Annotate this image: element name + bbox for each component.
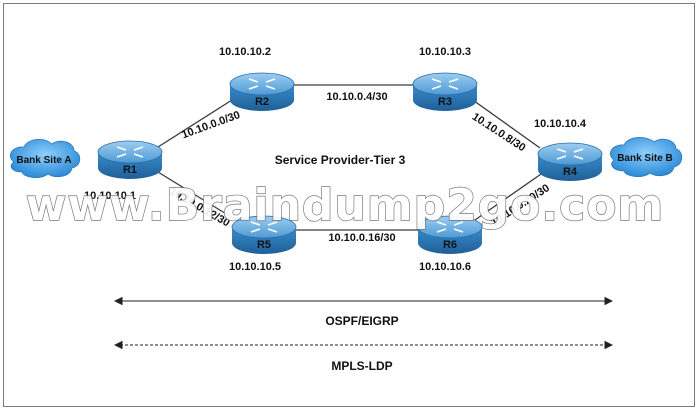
link-r1-r2	[157, 99, 233, 148]
bank-site-a-label: Bank Site A	[16, 155, 71, 166]
router-r2: R2	[229, 72, 295, 112]
r5-ip-label: 10.10.10.5	[229, 261, 281, 273]
router-r3: R3	[412, 72, 478, 112]
router-r6: R6	[417, 215, 483, 255]
router-r5: R5	[231, 215, 297, 255]
subnet-r2-r3: 10.10.0.4/30	[326, 91, 387, 103]
svg-text:R4: R4	[563, 166, 578, 178]
r2-ip-label: 10.10.10.2	[219, 46, 271, 58]
ospf-eigrp-label: OSPF/EIGRP	[325, 314, 398, 328]
cloud-bank-site-a: Bank Site A	[10, 139, 81, 178]
link-r6-r4	[474, 171, 545, 221]
r4-ip-label: 10.10.10.4	[534, 118, 587, 130]
subnet-r5-r6: 10.10.0.16/30	[328, 232, 395, 244]
bank-site-b-label: Bank Site B	[617, 153, 673, 164]
svg-text:R5: R5	[257, 239, 271, 251]
svg-text:R6: R6	[443, 239, 457, 251]
link-r1-r5	[157, 171, 237, 221]
link-lines	[157, 84, 545, 231]
mpls-ldp-label: MPLS-LDP	[331, 359, 392, 373]
link-r3-r4	[469, 97, 541, 149]
svg-text:R2: R2	[255, 96, 269, 108]
router-r1: R1	[97, 140, 163, 180]
watermark: www.Braindump2go.com	[26, 180, 665, 231]
svg-text:R3: R3	[438, 96, 452, 108]
svg-text:R1: R1	[123, 164, 137, 176]
service-provider-label: Service Provider-Tier 3	[275, 153, 406, 167]
r6-ip-label: 10.10.10.6	[419, 261, 471, 273]
r1-ip-label: 10.10.10.1	[84, 190, 136, 202]
diagram-frame	[3, 3, 695, 407]
router-r4: R4	[537, 142, 603, 182]
r3-ip-label: 10.10.10.3	[419, 46, 471, 58]
cloud-bank-site-b: Bank Site B	[610, 137, 683, 177]
